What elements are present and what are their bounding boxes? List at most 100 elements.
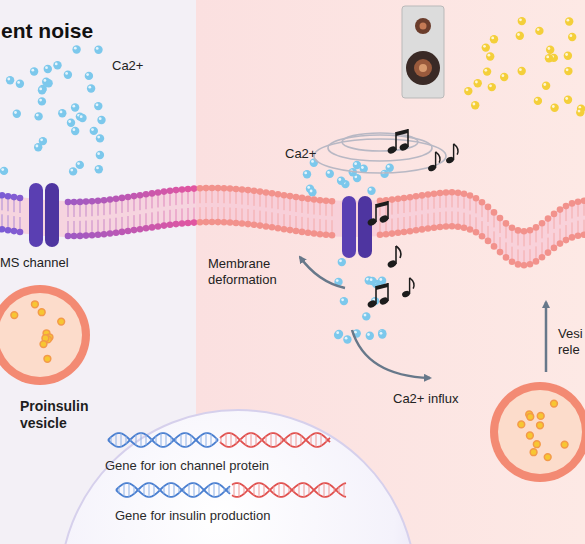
ion-highlight — [39, 99, 42, 102]
lipid-head — [545, 249, 552, 256]
lipid-tail — [290, 198, 291, 211]
lipid-head — [185, 186, 192, 193]
lipid-tail — [296, 216, 297, 229]
lipid-head — [503, 254, 510, 261]
lipid-head — [437, 224, 444, 231]
lipid-tail — [446, 194, 447, 207]
lipid-tail — [500, 237, 501, 250]
lipid-tail — [464, 196, 465, 209]
lipid-head — [485, 238, 492, 245]
ion-highlight — [77, 162, 80, 165]
note-head — [401, 290, 411, 299]
lipid-tail — [380, 220, 381, 233]
dna-rung — [121, 433, 122, 446]
dna-rung — [164, 486, 165, 494]
lipid-tail — [542, 225, 543, 238]
lipid-tail — [320, 219, 321, 232]
dna-rung — [216, 438, 217, 442]
lipid-tail — [266, 211, 267, 224]
ion-dot — [362, 312, 370, 320]
lipid-head — [101, 197, 108, 204]
lipid-head — [449, 223, 456, 230]
dna-rung — [244, 486, 245, 493]
lipid-head — [443, 189, 450, 196]
lipid-head — [425, 225, 432, 232]
lipid-tail — [326, 220, 327, 233]
dna-rung — [256, 435, 257, 446]
vesicle-membrane — [0, 285, 90, 385]
dna-strand — [108, 433, 218, 447]
note-stem — [407, 129, 409, 147]
lipid-head — [11, 228, 18, 235]
ion-highlight — [39, 88, 42, 91]
ion-highlight — [546, 56, 549, 59]
lipid-head — [461, 190, 468, 197]
ion-highlight — [570, 34, 573, 37]
ion-highlight — [473, 103, 476, 106]
lipid-tail — [494, 214, 495, 227]
lipid-head — [377, 232, 384, 239]
ion-highlight — [68, 120, 71, 123]
lipid-tail — [422, 197, 423, 210]
lipid-head — [203, 219, 210, 226]
dna-rung — [231, 433, 232, 446]
lipid-tail — [518, 232, 519, 245]
dna-rung — [131, 439, 132, 441]
ion-dot — [69, 167, 77, 175]
vesicle-membrane — [490, 382, 585, 482]
lipid-head — [137, 192, 144, 199]
dna-rung — [286, 438, 287, 442]
ion-dot — [30, 67, 38, 75]
lipid-tail — [554, 233, 555, 246]
dna-rung — [261, 439, 262, 441]
dna-rung — [144, 485, 145, 496]
speaker — [402, 6, 444, 98]
lipid-head — [521, 262, 528, 269]
dna-rung — [141, 433, 142, 447]
dna-rung — [246, 435, 247, 446]
lipid-tail — [182, 209, 183, 222]
lipid-head — [5, 227, 12, 234]
ion-dot — [94, 46, 102, 54]
lipid-tail — [158, 194, 159, 207]
dna-rung — [174, 484, 175, 497]
ion-dot — [367, 187, 375, 195]
lipid-head — [173, 187, 180, 194]
ion-highlight — [99, 117, 102, 120]
lipid-tail — [14, 216, 15, 229]
ion-dot — [335, 330, 343, 338]
lipid-tail — [272, 195, 273, 208]
lipid-tail — [2, 214, 3, 227]
lipid-head — [395, 230, 402, 237]
ion-highlight — [74, 47, 77, 50]
dna-rung — [206, 433, 207, 447]
lipid-tail — [206, 207, 207, 220]
dna-rung — [276, 434, 277, 447]
note-head — [445, 156, 455, 165]
ion-dot — [42, 78, 50, 86]
lipid-tail — [554, 216, 555, 229]
lipid-tail — [488, 226, 489, 239]
lipid-head — [71, 233, 78, 240]
dna-rung — [224, 488, 225, 492]
dna-rung — [184, 488, 185, 492]
arrows — [300, 257, 546, 378]
lipid-head — [539, 254, 546, 261]
dna-rung — [139, 489, 140, 491]
ion-highlight — [475, 81, 478, 84]
dna-strand — [220, 433, 330, 447]
lipid-tail — [110, 218, 111, 231]
dna-rung — [319, 485, 320, 494]
dna-rung — [254, 485, 255, 496]
lipid-tail — [98, 220, 99, 233]
ion-highlight — [537, 28, 540, 31]
lipid-head — [149, 190, 156, 197]
ion-dot — [334, 331, 342, 339]
lipid-tail — [164, 194, 165, 207]
lipid-head — [161, 222, 168, 229]
ion-dot — [386, 164, 394, 172]
lipid-head — [293, 228, 300, 235]
lipid-head — [575, 198, 582, 205]
node-outline — [58, 408, 418, 544]
lipid-tail — [296, 199, 297, 212]
